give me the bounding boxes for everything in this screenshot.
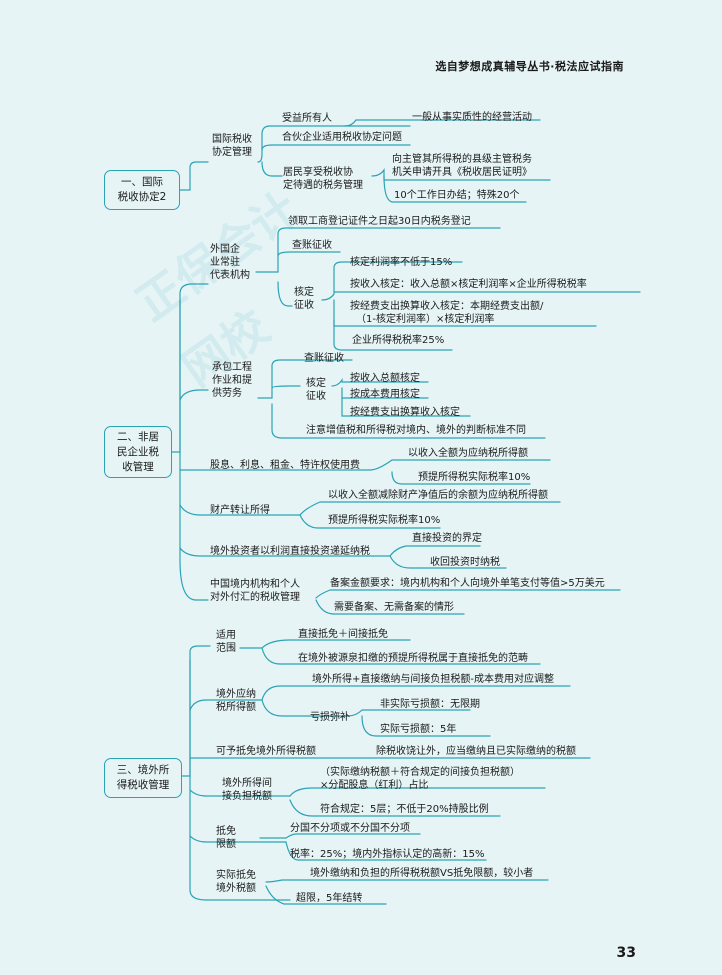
leaf-indirect-formula: （实际缴纳税额＋符合规定的间接负担税额） ×分配股息（红利）占比 (320, 766, 520, 792)
node-line: 外国企 (210, 244, 240, 255)
node-line: 承包工程 (212, 362, 252, 373)
running-header: 选自梦想成真辅导丛书·税法应试指南 (435, 60, 624, 73)
node-con-deemed: 核定 征收 (306, 377, 326, 403)
node-line: 抵免 (216, 826, 236, 837)
leaf-filing-threshold: 备案金额要求：境内机构和个人向境外单笔支付等值>5万美元 (330, 578, 605, 589)
root-line: 收管理 (122, 460, 154, 473)
leaf-layers-shareholding: 符合规定：5层；不低于20%持股比例 (320, 804, 489, 815)
leaf-actual-loss: 实际亏损额：5年 (380, 724, 457, 735)
leaf-nonactual-loss: 非实际亏损额：无限期 (380, 699, 480, 710)
node-line: 实际抵免 (216, 870, 256, 881)
root-line: 民企业税 (117, 445, 159, 458)
leaf-carryforward: 超限，5年结转 (296, 893, 363, 904)
node-line: 供劳务 (212, 388, 242, 399)
leaf-creditable-tax-rule: 除税收饶让外，应当缴纳且已实际缴纳的税额 (376, 746, 576, 757)
node-line: （1-核定利润率）×核定利润率 (356, 314, 495, 325)
node-line: 协定管理 (212, 147, 252, 158)
node-line: 境外应纳 (216, 689, 256, 700)
node-property-transfer: 财产转让所得 (210, 505, 270, 516)
node-loss-offset: 亏损弥补 (310, 712, 350, 723)
leaf-audit-collection: 查账征收 (292, 240, 332, 251)
node-line: 居民享受税收协 (283, 167, 353, 178)
node-resident-treaty-benefit: 居民享受税收协 定待遇的税务管理 (283, 166, 363, 192)
leaf-div-full-income: 以收入全额为应纳税所得额 (408, 448, 528, 459)
node-line: ×分配股息（红利）占比 (320, 780, 429, 791)
node-line: 适用 (216, 630, 236, 641)
node-credit-limit: 抵免 限额 (216, 825, 236, 851)
node-line: 国际税收 (212, 134, 252, 145)
node-deemed-collection: 核定 征收 (294, 286, 314, 312)
node-line: 定待遇的税务管理 (283, 180, 363, 191)
leaf-cit-rate: 企业所得税税率25% (352, 335, 445, 346)
node-actual-credit: 实际抵免 境外税额 (216, 869, 256, 895)
node-line: 向主管其所得税的县级主管税务 (392, 154, 532, 165)
leaf-lesser-of: 境外缴纳和负担的所得税税额VS抵免限额，较小者 (310, 868, 534, 879)
node-taxable-income: 境外应纳 税所得额 (216, 688, 256, 714)
node-scope: 适用 范围 (216, 629, 236, 655)
leaf-total-income: 按收入总额核定 (350, 373, 420, 384)
node-line: 代表机构 (210, 270, 250, 281)
node-partnership-treaty: 合伙企业适用税收协定问题 (282, 132, 402, 143)
node-treaty-management: 国际税收 协定管理 (212, 133, 252, 159)
node-line: 征收 (306, 391, 326, 402)
node-beneficial-owner: 受益所有人 (282, 113, 332, 124)
node-representative-office: 外国企 业常驻 代表机构 (210, 243, 250, 282)
node-line: 境外税额 (216, 883, 256, 894)
leaf-registration-30-days: 领取工商登记证件之日起30日内税务登记 (288, 216, 471, 227)
leaf-cost-expense: 按成本费用核定 (350, 389, 420, 400)
root-line: 一、国际 (121, 176, 163, 188)
node-line: 范围 (216, 643, 236, 654)
node-line: 核定 (306, 378, 326, 389)
node-line: （实际缴纳税额＋符合规定的间接负担税额） (320, 767, 520, 778)
root-line: 二、非居 (117, 430, 159, 443)
node-indirect-tax: 境外所得间 接负担税额 (222, 777, 272, 803)
leaf-processing-days: 10个工作日办结；特殊20个 (394, 190, 520, 201)
page-number: 33 (616, 945, 636, 961)
node-dividends-royalties: 股息、利息、租金、特许权使用费 (210, 460, 360, 471)
leaf-direct-indirect-credit: 直接抵免＋间接抵免 (298, 629, 388, 640)
root-line: 税收协定2 (117, 191, 167, 203)
leaf-div-withholding-rate: 预提所得税实际税率10% (418, 472, 531, 483)
node-deferred-investment: 境外投资者以利润直接投资递延纳税 (210, 546, 370, 557)
leaf-vat-cit-note: 注意增值税和所得税对境内、境外的判断标准不同 (306, 425, 526, 436)
leaf-profit-rate-min: 核定利润率不低于15% (350, 257, 453, 268)
node-line: 机关申请开具《税收居民证明》 (392, 167, 532, 178)
node-line: 接负担税额 (222, 791, 272, 802)
node-outbound-payment: 中国境内机构和个人 对外付汇的税收管理 (210, 578, 300, 604)
node-creditable-tax: 可予抵免境外所得税额 (216, 746, 316, 757)
root-line: 三、境外所 (116, 764, 170, 776)
leaf-beneficial-owner: 一般从事实质性的经营活动 (412, 112, 532, 123)
node-line: 税所得额 (216, 702, 256, 713)
leaf-withholding-direct-credit: 在境外被源泉扣缴的预提所得税属于直接抵免的范畴 (298, 653, 528, 664)
leaf-direct-investment: 直接投资的界定 (412, 533, 482, 544)
node-contracting-services: 承包工程 作业和提 供劳务 (212, 361, 252, 400)
root-node-nonresident-enterprise: 二、非居 民企业税 收管理 (104, 426, 172, 478)
node-line: 按经费支出换算收入核定：本期经费支出额/ (350, 301, 544, 312)
leaf-expense-deemed: 按经费支出换算收入核定：本期经费支出额/ （1-核定利润率）×核定利润率 (350, 300, 543, 326)
leaf-taxable-formula: 境外所得+直接缴纳与间接负担税额-成本费用对应调整 (312, 674, 554, 685)
root-line: 得税收管理 (116, 779, 170, 791)
leaf-prop-withholding-rate: 预提所得税实际税率10% (328, 515, 441, 526)
leaf-filing-cases: 需要备案、无需备案的情形 (334, 602, 454, 613)
leaf-limit-tax-rate: 税率：25%；境内外指标认定的高新：15% (290, 849, 485, 860)
leaf-recover-investment: 收回投资时纳税 (430, 557, 500, 568)
node-line: 核定 (294, 287, 314, 298)
node-line: 对外付汇的税收管理 (210, 592, 300, 603)
node-line: 业常驻 (210, 257, 240, 268)
root-node-foreign-income: 三、境外所 得税收管理 (104, 758, 182, 798)
node-line: 作业和提 (212, 375, 252, 386)
leaf-con-audit-collection: 查账征收 (304, 353, 344, 364)
node-line: 征收 (294, 300, 314, 311)
root-node-international-tax-treaty: 一、国际 税收协定2 (104, 170, 180, 210)
leaf-expense-conversion: 按经费支出换算收入核定 (350, 407, 460, 418)
leaf-prop-net-income: 以收入全额减除财产净值后的余额为应纳税所得额 (328, 490, 548, 501)
node-line: 限额 (216, 839, 236, 850)
leaf-income-deemed: 按收入核定：收入总额×核定利润率×企业所得税税率 (350, 279, 587, 290)
leaf-apply-certificate: 向主管其所得税的县级主管税务 机关申请开具《税收居民证明》 (392, 153, 532, 179)
node-line: 中国境内机构和个人 (210, 579, 300, 590)
leaf-country-basis: 分国不分项或不分国不分项 (290, 823, 410, 834)
node-line: 境外所得间 (222, 778, 272, 789)
